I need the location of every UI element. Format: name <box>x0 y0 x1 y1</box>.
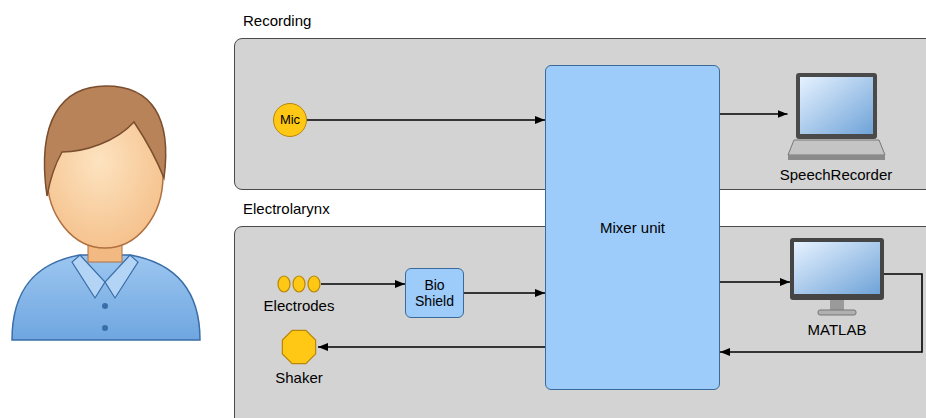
node-label: Bio Shield <box>409 277 460 309</box>
laptop-edge <box>788 155 885 160</box>
person-collar <box>105 255 138 298</box>
laptop-screen <box>800 77 873 134</box>
electrode-pad <box>293 276 305 292</box>
signal-arrow <box>321 283 405 285</box>
icon-label: Shaker <box>275 369 323 386</box>
person-hair <box>44 86 165 196</box>
person-illustration <box>0 0 215 418</box>
shaker-node: Shaker <box>269 328 329 386</box>
band-heading: Recording <box>243 12 311 29</box>
person-button <box>102 303 108 309</box>
node-label: Mic <box>280 113 300 128</box>
signal-arrow <box>720 113 788 115</box>
person-collar <box>72 255 105 298</box>
signal-arrow <box>318 346 545 348</box>
monitor-node: MATLAB <box>787 238 887 338</box>
mic-circle: Mic <box>273 103 307 137</box>
icon-label: MATLAB <box>808 321 867 338</box>
monitor-stand <box>830 300 844 310</box>
signal-arrow <box>307 119 545 121</box>
laptop-node: SpeechRecorder <box>766 73 906 183</box>
electrode-pad <box>308 276 320 292</box>
monitor-screen <box>794 242 880 294</box>
electrodes-icon <box>277 274 321 294</box>
laptop-base <box>788 140 885 155</box>
icon-label: SpeechRecorder <box>780 166 893 183</box>
band-heading: Electrolarynx <box>243 200 330 217</box>
bio-shield-box: Bio Shield <box>405 268 464 318</box>
person-button <box>102 325 108 331</box>
signal-arrow <box>720 281 790 283</box>
mixer-box: Mixer unit <box>545 65 720 390</box>
laptop-icon <box>788 73 885 163</box>
laptop-frame <box>796 73 877 139</box>
shaker-octagon <box>282 330 315 363</box>
monitor-foot <box>818 310 856 315</box>
person-body <box>12 255 200 340</box>
signal-arrow <box>464 292 545 294</box>
electrodes-node: Electrodes <box>259 274 339 314</box>
signal-arrow <box>720 274 922 352</box>
monitor-icon <box>790 238 884 318</box>
monitor-frame <box>790 238 884 300</box>
icon-label: Electrodes <box>264 297 335 314</box>
shaker-icon <box>280 328 318 366</box>
node-label: Mixer unit <box>600 219 665 236</box>
electrode-pad <box>278 276 290 292</box>
